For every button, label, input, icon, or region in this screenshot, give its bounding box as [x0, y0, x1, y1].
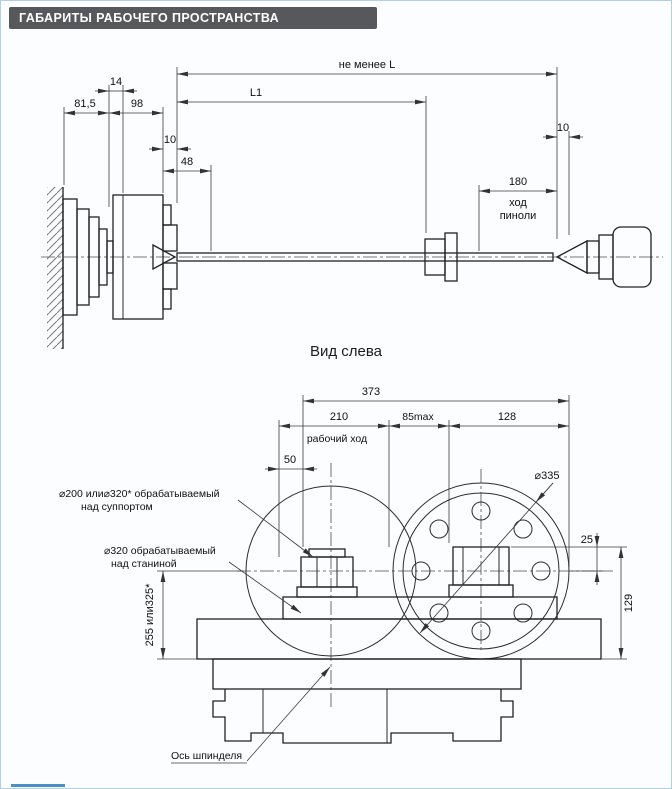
bed: [212, 658, 522, 744]
dim-l1-label: L1: [250, 87, 262, 99]
dim-128-label: 128: [498, 411, 516, 423]
dim-180-label: 180: [509, 176, 527, 188]
front-extension-lines: [63, 67, 570, 251]
dim-210-label: 210: [330, 411, 348, 423]
page-title: ГАБАРИТЫ РАБОЧЕГО ПРОСТРАНСТВА: [9, 7, 377, 29]
dim-98-label: 98: [131, 98, 143, 110]
dim-48-label: 48: [181, 156, 193, 168]
spindle-axis-leader: [246, 666, 331, 762]
dim-373-label: 373: [362, 386, 380, 398]
over-bed-label-2: над станиной: [111, 558, 177, 570]
center-cone: [152, 243, 177, 271]
dim-25-label: 25: [581, 534, 593, 546]
steady-rest: [424, 232, 458, 282]
side-view-caption: Вид слева: [310, 343, 383, 360]
bolt-hole: [513, 603, 533, 623]
bolt-hole: [513, 519, 533, 539]
dim-10-left-label: 10: [164, 134, 176, 146]
tailstock: [555, 226, 652, 288]
quill-word-2: пиноли: [500, 210, 537, 222]
side-view: 373 210 85max 128 рабочий ход 50 ⌀335 ⌀2…: [59, 386, 635, 764]
bolt-hole: [411, 561, 431, 581]
work-travel-label: рабочий ход: [307, 433, 367, 445]
bolt-hole: [429, 603, 449, 623]
over-support-leader: [237, 499, 314, 558]
over-support-label-1: ⌀200 или⌀320* обрабатываемый: [59, 488, 220, 500]
workpiece-bar: [176, 252, 554, 262]
side-dimension-lines: [160, 398, 624, 764]
dim-81-5-label: 81,5: [74, 98, 95, 110]
carriage: [196, 596, 602, 660]
dim-50-label: 50: [284, 454, 296, 466]
spindle-axis-label: Ось шпинделя: [171, 750, 242, 762]
bolt-hole: [531, 561, 551, 581]
dim-255-label: 255 или325*: [144, 583, 156, 646]
next-section-stub: [11, 784, 65, 787]
bolt-hole: [471, 501, 491, 521]
over-bed-leader: [228, 561, 302, 614]
dim-85max-label: 85max: [402, 411, 434, 423]
wall-hatch: [47, 187, 64, 349]
dim-min-l-label: не менее L: [339, 59, 395, 71]
quill-word-1: ход: [509, 197, 527, 209]
dim-10-right-label: 10: [557, 122, 569, 134]
over-bed-label-1: ⌀320 обрабатываемый: [104, 545, 216, 557]
dim-129-label: 129: [623, 594, 635, 612]
tool-post: [296, 548, 358, 598]
bolt-hole: [471, 621, 491, 641]
chuck: [112, 194, 178, 320]
bolt-hole: [429, 519, 449, 539]
side-extension-lines: [157, 395, 627, 660]
dim-14-label: 14: [110, 76, 122, 88]
front-view: не менее L L1 14 81,5 98 10 48 10 180 хо…: [41, 59, 663, 349]
quill-block: [448, 546, 514, 598]
over-support-label-2: над суппортом: [81, 501, 153, 513]
swing-circle-over-bed: [245, 485, 417, 657]
tailstock-handwheel: [612, 226, 652, 288]
dim-335-label: ⌀335: [535, 470, 560, 482]
front-dimension-lines: [64, 71, 583, 194]
